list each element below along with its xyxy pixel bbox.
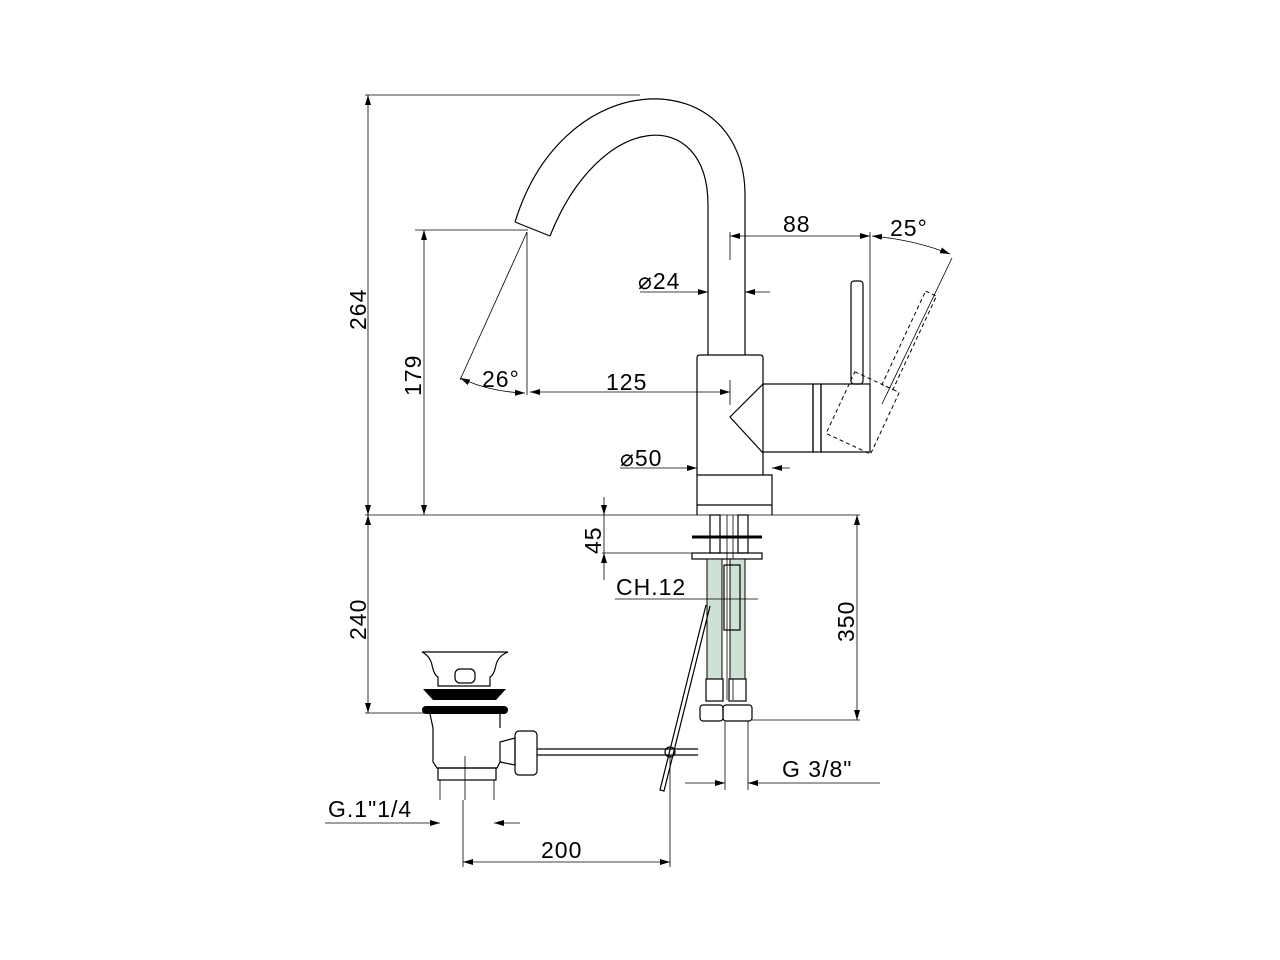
dim-spout-angle: 26°	[482, 366, 520, 392]
faucet-spout	[514, 98, 746, 355]
dim-waste-distance: 200	[541, 837, 582, 863]
dim-total-height: 264	[345, 289, 371, 330]
pop-up-waste	[421, 604, 711, 800]
dim-hose-length: 350	[833, 601, 859, 642]
dim-waste-depth: 240	[345, 599, 371, 640]
label-waste-thread: G.1"1/4	[328, 796, 412, 822]
dim-spout-diameter: ⌀24	[638, 268, 680, 294]
dim-body-diameter: ⌀50	[620, 445, 662, 471]
label-nut-size: CH.12	[616, 574, 686, 600]
faucet-body	[696, 354, 773, 515]
dim-spout-reach: 125	[606, 369, 647, 395]
label-hose-thread: G 3/8"	[782, 756, 852, 782]
supply-hoses	[691, 514, 763, 790]
dim-handle-angle: 25°	[890, 215, 928, 241]
dim-handle-reach: 88	[783, 211, 811, 237]
dim-deck-thickness: 45	[580, 526, 606, 554]
dim-spout-height: 179	[400, 355, 426, 396]
faucet-handle	[762, 280, 938, 455]
